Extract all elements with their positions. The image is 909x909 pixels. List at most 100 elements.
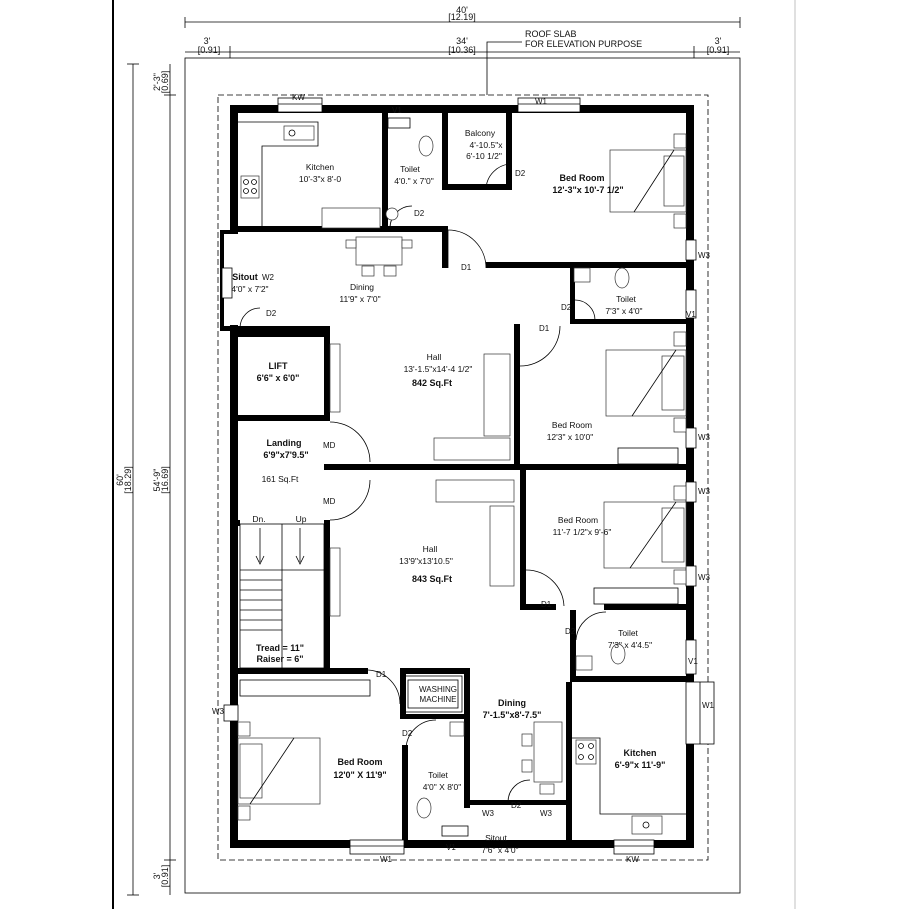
roof-note-line1: ROOF SLAB bbox=[525, 29, 577, 39]
kitchen-top-name: Kitchen bbox=[306, 162, 335, 172]
hall-bottom-size: 13'9"x13'10.5" bbox=[399, 556, 453, 566]
room-labels: Kitchen 10'-3"x 8'-0 Toilet 4'0." x 7'0"… bbox=[231, 128, 665, 855]
dim-inner-height-m: [16.69] bbox=[160, 466, 170, 494]
label-w1-right: W1 bbox=[702, 701, 715, 710]
balcony-name: Balcony bbox=[465, 128, 496, 138]
label-v1-bottom: V1 bbox=[446, 843, 456, 852]
window-v1-bottom bbox=[441, 825, 469, 837]
balcony-size2: 6'-10 1/2" bbox=[466, 151, 502, 161]
label-v1-top: V1 bbox=[392, 106, 402, 115]
label-w1-bottom: W1 bbox=[380, 855, 393, 864]
washing-machine-box bbox=[403, 675, 463, 713]
label-w3-right-1: W3 bbox=[698, 251, 711, 260]
kitchen-bottom-size: 6'-9"x 11'-9" bbox=[615, 760, 666, 770]
dim-middle-width-m: [10.36] bbox=[448, 45, 476, 55]
toilet-right-bottom-size: 7'3" x 4'4.5" bbox=[608, 640, 652, 650]
bedroom-top-right-size: 12'-3"x 10'-7 1/2" bbox=[552, 185, 623, 195]
wall-left-upper bbox=[230, 105, 238, 230]
dim-overall-height-m: [18.29] bbox=[123, 466, 133, 494]
window-kw-bottom bbox=[613, 839, 655, 855]
label-d2-balcony: D2 bbox=[515, 169, 526, 178]
wall-top bbox=[230, 105, 694, 113]
toilet-right-top-name: Toilet bbox=[616, 294, 636, 304]
label-d2-toilet-r2: D2 bbox=[565, 627, 576, 636]
label-d2-sitout: D2 bbox=[266, 309, 277, 318]
label-w3-sit-left: W3 bbox=[482, 809, 495, 818]
label-v1-right-1: V1 bbox=[686, 310, 696, 319]
label-md-bottom: MD bbox=[323, 497, 336, 506]
left-dimensions: 60' [18.29] 54'-9" [16.69] 2'-3" [0.69] … bbox=[115, 63, 176, 896]
hall-top-area: 842 Sq.Ft bbox=[412, 378, 452, 388]
window-v1-right-2 bbox=[685, 639, 697, 675]
fixtures bbox=[237, 121, 687, 835]
dim-left-offset-m: [0.91] bbox=[198, 45, 221, 55]
washing-line2: MACHINE bbox=[420, 695, 457, 704]
sitout-bottom-name: Sitout bbox=[485, 833, 507, 843]
bedroom-right-2-size: 12'3" x 10'0" bbox=[547, 432, 594, 442]
label-d1-top: D1 bbox=[461, 263, 472, 272]
dim-bottom-offset-m: [0.91] bbox=[160, 865, 170, 888]
dining-table-bottom bbox=[533, 721, 563, 783]
roof-note-line2: FOR ELEVATION PURPOSE bbox=[525, 39, 642, 49]
landing-size: 6'9"x7'9.5" bbox=[263, 450, 308, 460]
stove-top bbox=[240, 175, 260, 199]
toilet-bottom-size: 4'0" X 8'0" bbox=[423, 782, 462, 792]
stove-bottom bbox=[575, 739, 597, 765]
window-w3-right-3 bbox=[685, 481, 697, 503]
window-w3-right-2 bbox=[685, 427, 697, 449]
dim-middle-width: 34' bbox=[456, 36, 468, 46]
sitout-left-size: 4'0" x 7'2" bbox=[231, 284, 268, 294]
label-w3-sit-right: W3 bbox=[540, 809, 553, 818]
wall-bottom bbox=[230, 840, 694, 848]
label-d2-kitchen: D2 bbox=[414, 209, 425, 218]
stair-raiser: Raiser = 6" bbox=[256, 654, 303, 664]
dim-right-offset: 3' bbox=[715, 36, 722, 46]
dining-top-name: Dining bbox=[350, 282, 374, 292]
window-w1-bottom bbox=[349, 839, 405, 855]
sofa-hall-top bbox=[483, 353, 511, 437]
dining-table-top bbox=[355, 236, 403, 266]
label-md-top: MD bbox=[323, 441, 336, 450]
dim-right-offset-m: [0.91] bbox=[707, 45, 730, 55]
window-w3-right-4 bbox=[685, 565, 697, 587]
dim-overall-width-m: [12.19] bbox=[448, 12, 476, 22]
lift-size: 6'6" x 6'0" bbox=[257, 373, 300, 383]
landing-area: 161 Sq.Ft bbox=[262, 474, 299, 484]
hall-bottom-name: Hall bbox=[423, 544, 438, 554]
dim-top-offset: 2'-3" bbox=[152, 73, 162, 91]
landing-name: Landing bbox=[267, 438, 302, 448]
doors bbox=[239, 163, 607, 803]
washing-line1: WASHING bbox=[419, 685, 457, 694]
window-w3-right-1 bbox=[685, 239, 697, 261]
label-w1-top: W1 bbox=[535, 97, 548, 106]
bedroom-right-3-name: Bed Room bbox=[558, 515, 598, 525]
windows bbox=[221, 97, 715, 855]
opening-labels: KW W1 V1 D2 D2 D1 W2 D2 W3 D2 V1 D1 W3 M… bbox=[212, 93, 715, 864]
bedroom-bottom-left-name: Bed Room bbox=[338, 757, 383, 767]
dim-overall-width: 40' bbox=[456, 5, 468, 15]
label-kw-bottom: KW bbox=[626, 855, 639, 864]
lift-name: LIFT bbox=[269, 361, 288, 371]
toilet-bottom-name: Toilet bbox=[428, 770, 448, 780]
sofa-hall-bottom bbox=[435, 479, 515, 503]
label-w3-right-4: W3 bbox=[698, 573, 711, 582]
dining-bottom-name: Dining bbox=[498, 698, 526, 708]
hall-bottom-area: 843 Sq.Ft bbox=[412, 574, 452, 584]
window-v1-top bbox=[387, 117, 411, 129]
label-w3-right-3: W3 bbox=[698, 487, 711, 496]
label-kw-top: KW bbox=[292, 93, 305, 102]
kitchen-bottom-name: Kitchen bbox=[623, 748, 656, 758]
dim-overall-height: 60' bbox=[115, 474, 125, 486]
dim-inner-height: 54'-9" bbox=[152, 469, 162, 492]
window-w3-left bbox=[223, 704, 239, 722]
balcony-size1: 4'-10.5"x bbox=[470, 140, 504, 150]
label-w2-sitout: W2 bbox=[262, 273, 275, 282]
kitchen-sink-top bbox=[283, 125, 315, 141]
window-v1-right-1 bbox=[685, 289, 697, 319]
dining-top-size: 11'9" x 7'0" bbox=[339, 294, 380, 304]
hall-top-size: 13'-1.5"x14'-4 1/2" bbox=[404, 364, 473, 374]
roof-slab-note: ROOF SLAB FOR ELEVATION PURPOSE bbox=[486, 29, 642, 95]
toilet-top-size: 4'0." x 7'0" bbox=[394, 176, 434, 186]
stair-up-label: Up bbox=[296, 514, 307, 524]
